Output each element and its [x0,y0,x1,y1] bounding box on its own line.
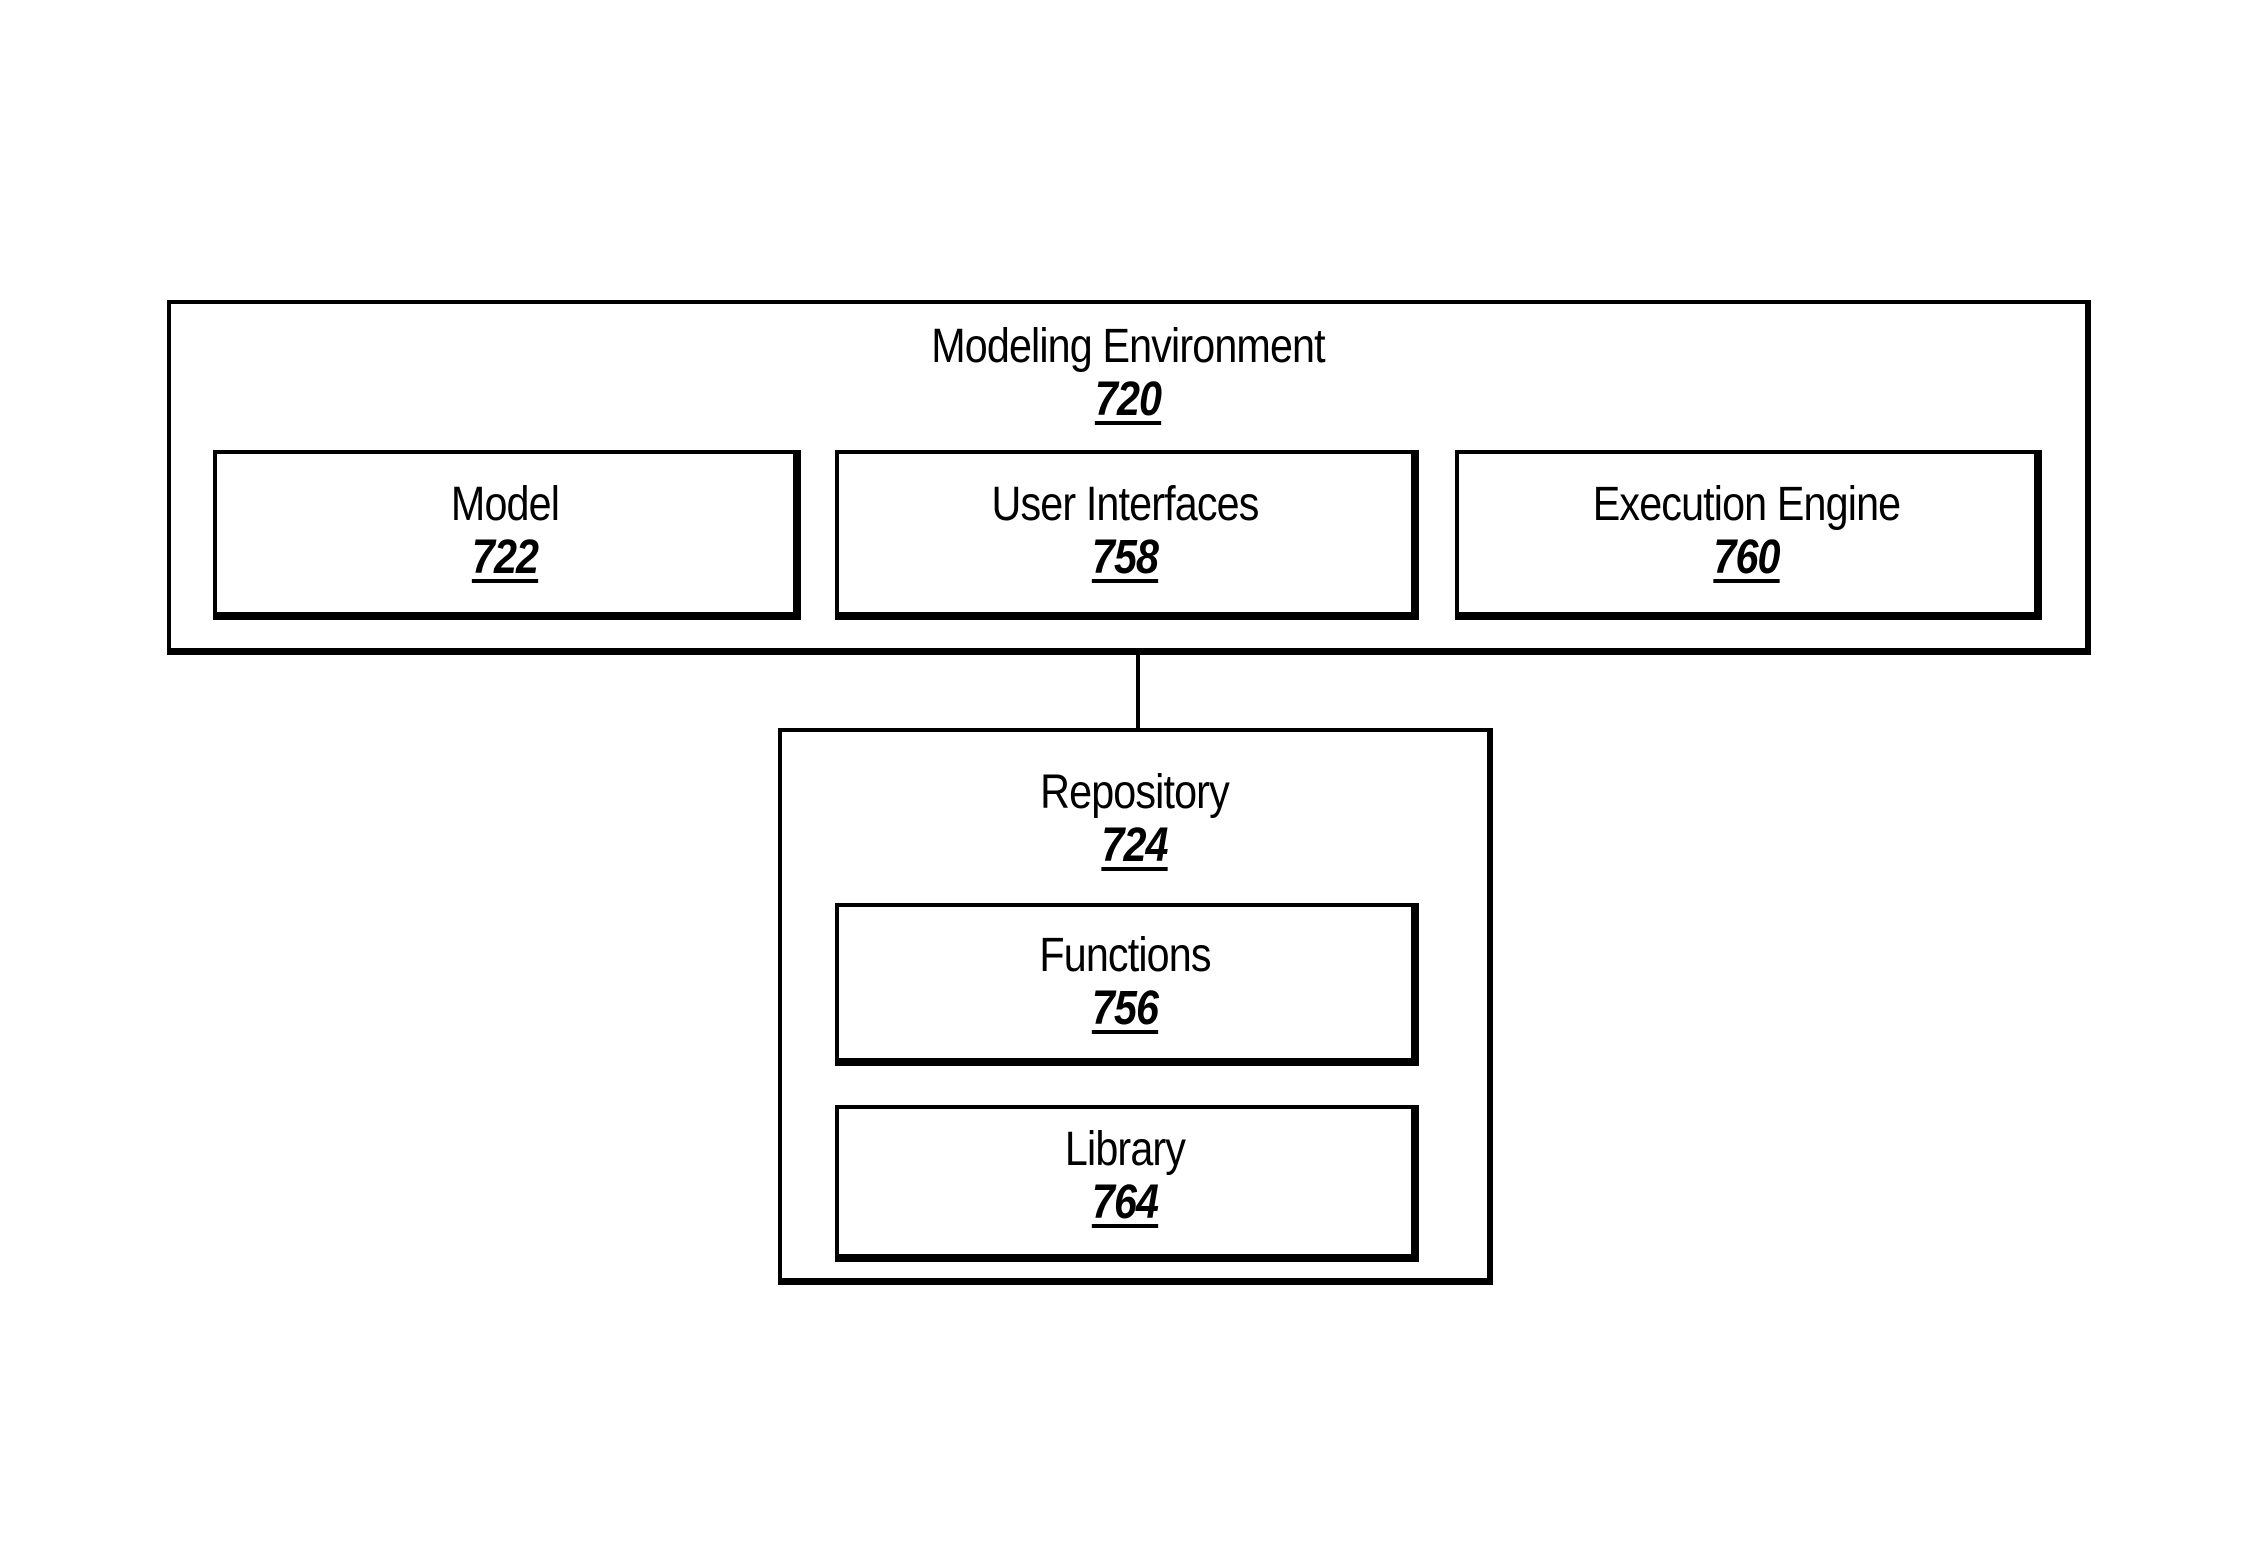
library-box: Library 764 [835,1105,1419,1262]
model-label: Model [257,478,752,532]
execution-engine-box: Execution Engine 760 [1455,450,2042,620]
modeling-environment-ref: 720 [305,374,1951,426]
library-ref: 764 [879,1177,1371,1229]
model-box: Model 722 [213,450,801,620]
modeling-environment-label: Modeling Environment [305,320,1951,374]
repository-ref: 724 [831,820,1437,872]
model-ref: 722 [257,532,752,584]
repository-label: Repository [831,766,1437,820]
user-interfaces-label: User Interfaces [879,478,1371,532]
execution-engine-ref: 760 [1499,532,1994,584]
functions-label: Functions [879,929,1371,983]
execution-engine-label: Execution Engine [1499,478,1994,532]
user-interfaces-box: User Interfaces 758 [835,450,1419,620]
functions-box: Functions 756 [835,903,1419,1066]
user-interfaces-ref: 758 [879,532,1371,584]
connector-line [1136,655,1140,730]
library-label: Library [879,1123,1371,1177]
functions-ref: 756 [879,983,1371,1035]
